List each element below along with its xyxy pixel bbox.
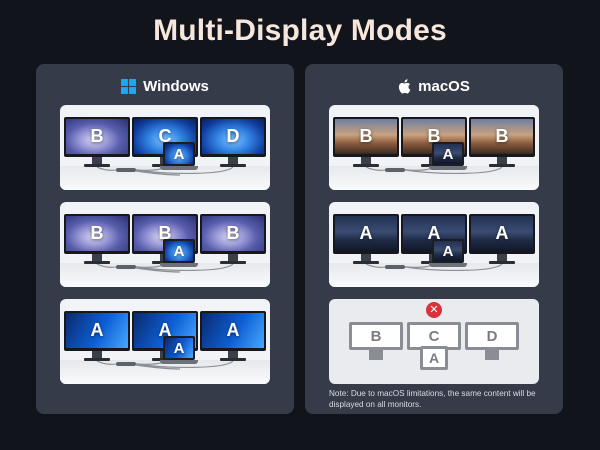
monitor-1: A bbox=[64, 311, 130, 361]
monitor-letter: B bbox=[90, 126, 104, 146]
windows-extend-mode-card: B C D A bbox=[60, 105, 270, 190]
docking-hub bbox=[385, 265, 405, 269]
monitor-letter: C bbox=[158, 126, 172, 146]
windows-panel: Windows B C D A bbox=[36, 64, 294, 414]
laptop-letter: A bbox=[173, 145, 185, 163]
docking-hub bbox=[116, 265, 136, 269]
cables bbox=[96, 360, 234, 370]
docking-hub bbox=[116, 168, 136, 172]
macos-label: macOS bbox=[418, 78, 470, 95]
macos-header: macOS bbox=[305, 78, 563, 95]
diagram-monitor-3: D bbox=[465, 322, 519, 350]
diagram-monitor-letter: C bbox=[410, 325, 458, 347]
laptop: A bbox=[160, 336, 198, 370]
diagram-monitor-letter: D bbox=[468, 325, 516, 347]
laptop-letter: A bbox=[173, 339, 185, 357]
diagram-monitor-letter: B bbox=[352, 325, 400, 347]
macos-unsupported-mode-card: ✕ B C D A bbox=[329, 299, 539, 384]
monitor-letter: A bbox=[158, 320, 172, 340]
monitor-letter: B bbox=[158, 223, 172, 243]
macos-mode-card-1: B B B A bbox=[329, 105, 539, 190]
macos-panel: macOS B B B A bbox=[305, 64, 563, 414]
diagram-monitor-2: C bbox=[407, 322, 461, 350]
macos-limitation-note: Note: Due to macOS limitations, the same… bbox=[329, 389, 536, 409]
laptop: A bbox=[429, 142, 467, 176]
monitor-3: A bbox=[200, 311, 266, 361]
monitor-3: B bbox=[200, 214, 266, 264]
monitor-3: B bbox=[469, 117, 535, 167]
diagram-laptop-letter: A bbox=[423, 349, 445, 367]
windows-mirror-monitors-card: B B B A bbox=[60, 202, 270, 287]
monitor-letter: B bbox=[226, 223, 240, 243]
monitor-letter: A bbox=[427, 223, 441, 243]
windows-logo-icon bbox=[121, 79, 137, 94]
diagram-laptop: A bbox=[420, 346, 448, 370]
monitor-letter: A bbox=[90, 320, 104, 340]
monitor-1: B bbox=[333, 117, 399, 167]
laptop: A bbox=[160, 142, 198, 176]
apple-logo-icon bbox=[399, 79, 411, 94]
monitor-letter: B bbox=[495, 126, 509, 146]
monitor-letter: A bbox=[226, 320, 240, 340]
monitor-1: B bbox=[64, 117, 130, 167]
laptop-letter: A bbox=[173, 242, 185, 260]
docking-hub bbox=[116, 362, 136, 366]
laptop-letter: A bbox=[442, 145, 454, 163]
monitor-letter: D bbox=[226, 126, 240, 146]
monitor-letter: B bbox=[427, 126, 441, 146]
laptop: A bbox=[160, 239, 198, 273]
cables bbox=[96, 166, 234, 176]
windows-header: Windows bbox=[36, 78, 294, 95]
monitor-1: A bbox=[333, 214, 399, 264]
monitor-1: B bbox=[64, 214, 130, 264]
monitor-letter: A bbox=[495, 223, 509, 243]
red-x-icon: ✕ bbox=[426, 302, 442, 318]
monitor-letter: B bbox=[359, 126, 373, 146]
monitor-letter: A bbox=[359, 223, 373, 243]
page-title: Multi-Display Modes bbox=[153, 14, 447, 47]
windows-mirror-all-card: A A A A bbox=[60, 299, 270, 384]
macos-mode-card-2: A A A A bbox=[329, 202, 539, 287]
monitor-3: D bbox=[200, 117, 266, 167]
windows-label: Windows bbox=[143, 78, 209, 95]
laptop-letter: A bbox=[442, 242, 454, 260]
monitor-letter: B bbox=[90, 223, 104, 243]
diagram-monitor-1: B bbox=[349, 322, 403, 350]
monitor-3: A bbox=[469, 214, 535, 264]
docking-hub bbox=[385, 168, 405, 172]
cables bbox=[96, 263, 234, 273]
laptop: A bbox=[429, 239, 467, 273]
